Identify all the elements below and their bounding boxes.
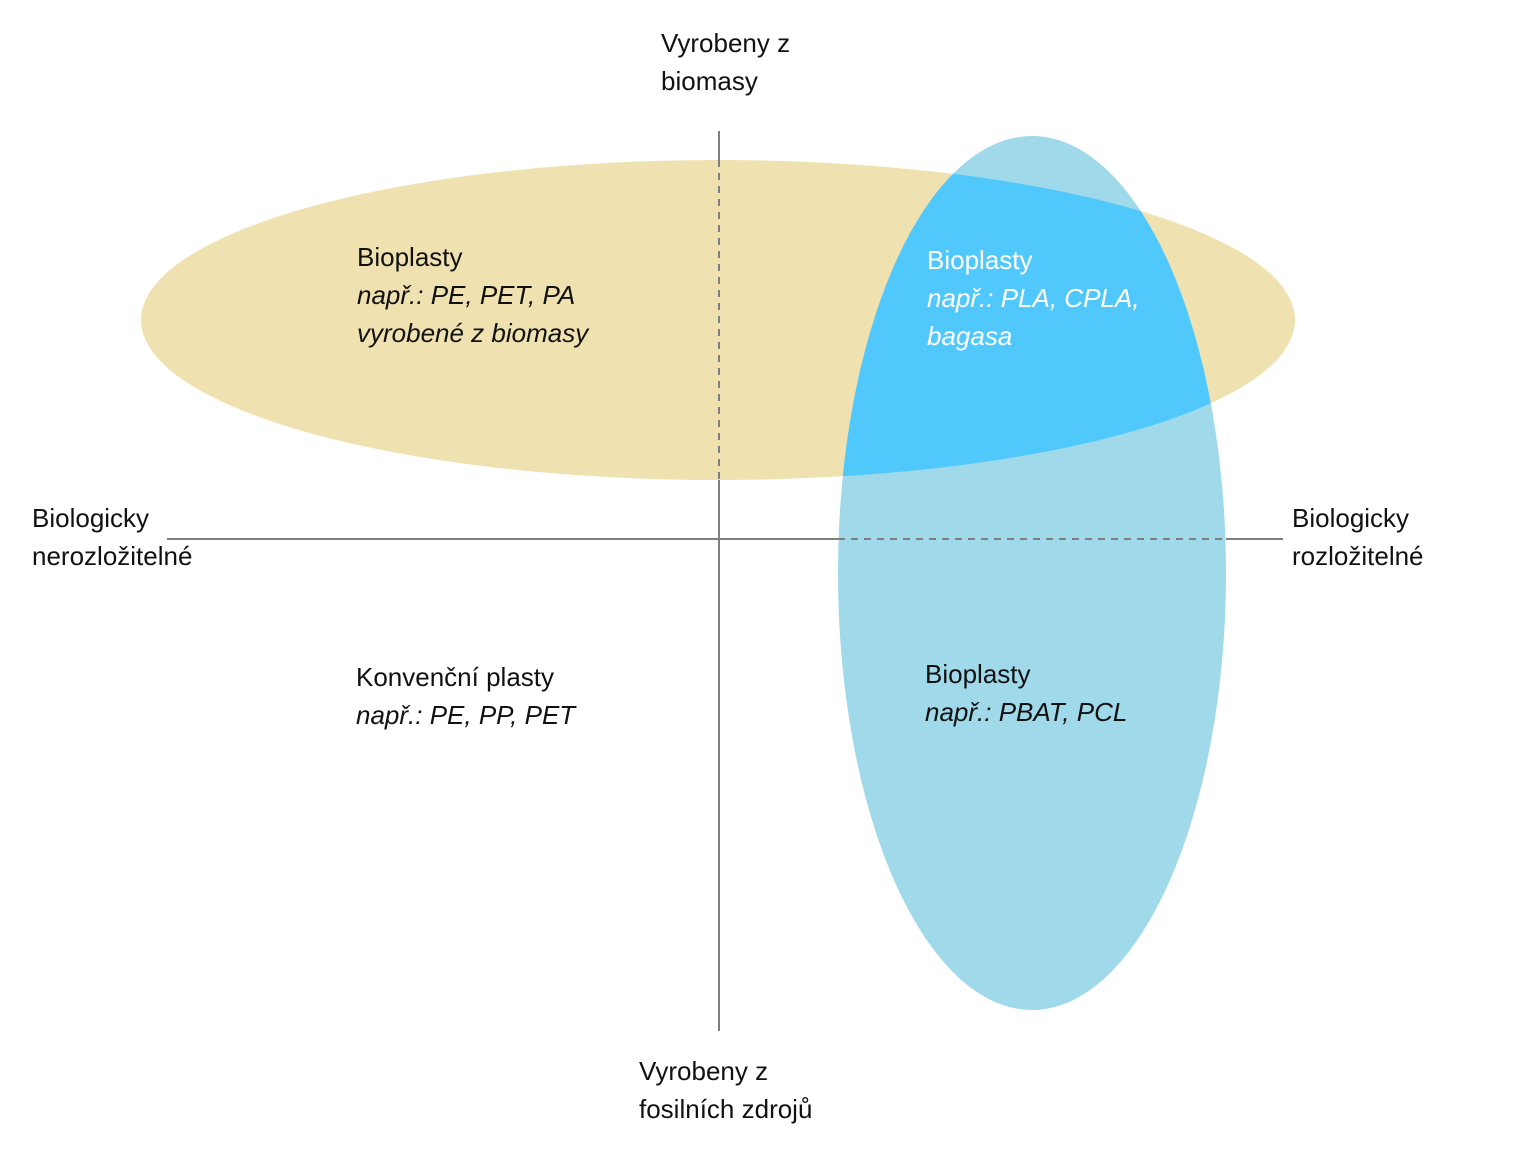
region-example-line-1: např.: PLA, CPLA, xyxy=(927,283,1140,313)
region-example-line-1: např.: PBAT, PCL xyxy=(925,697,1128,727)
region-bio-based-non-degradable: Bioplasty např.: PE, PET, PA vyrobené z … xyxy=(357,238,588,352)
region-bio-based-degradable: Bioplasty např.: PLA, CPLA, bagasa xyxy=(927,241,1139,355)
axis-label-right-line-2: rozložitelné xyxy=(1292,541,1424,571)
region-example-line-1: např.: PE, PET, PA xyxy=(357,280,576,310)
region-fossil-degradable: Bioplasty např.: PBAT, PCL xyxy=(925,655,1127,731)
axis-label-right-line-1: Biologicky xyxy=(1292,503,1410,533)
axis-label-top: Vyrobeny z biomasy xyxy=(661,24,790,100)
axis-label-left: Biologicky nerozložitelné xyxy=(32,499,192,575)
axis-label-left-line-1: Biologicky xyxy=(32,503,150,533)
region-title: Bioplasty xyxy=(925,659,1031,689)
axis-label-bottom-line-2: fosilních zdrojů xyxy=(639,1094,813,1124)
axis-label-right: Biologicky rozložitelné xyxy=(1292,499,1424,575)
region-title: Konvenční plasty xyxy=(356,662,555,692)
axis-label-top-line-2: biomasy xyxy=(661,66,758,96)
region-example-line-1: např.: PE, PP, PET xyxy=(356,700,576,730)
axis-label-bottom-line-1: Vyrobeny z xyxy=(639,1056,769,1086)
axis-label-bottom: Vyrobeny z fosilních zdrojů xyxy=(639,1052,812,1128)
axis-label-left-line-2: nerozložitelné xyxy=(32,541,193,571)
overlap-region xyxy=(838,160,1226,480)
region-example-line-2: vyrobené z biomasy xyxy=(357,318,589,348)
region-title: Bioplasty xyxy=(357,242,463,272)
axis-label-top-line-1: Vyrobeny z xyxy=(661,28,791,58)
region-title: Bioplasty xyxy=(927,245,1033,275)
region-conventional: Konvenční plasty např.: PE, PP, PET xyxy=(356,658,575,734)
region-example-line-2: bagasa xyxy=(927,321,1013,351)
